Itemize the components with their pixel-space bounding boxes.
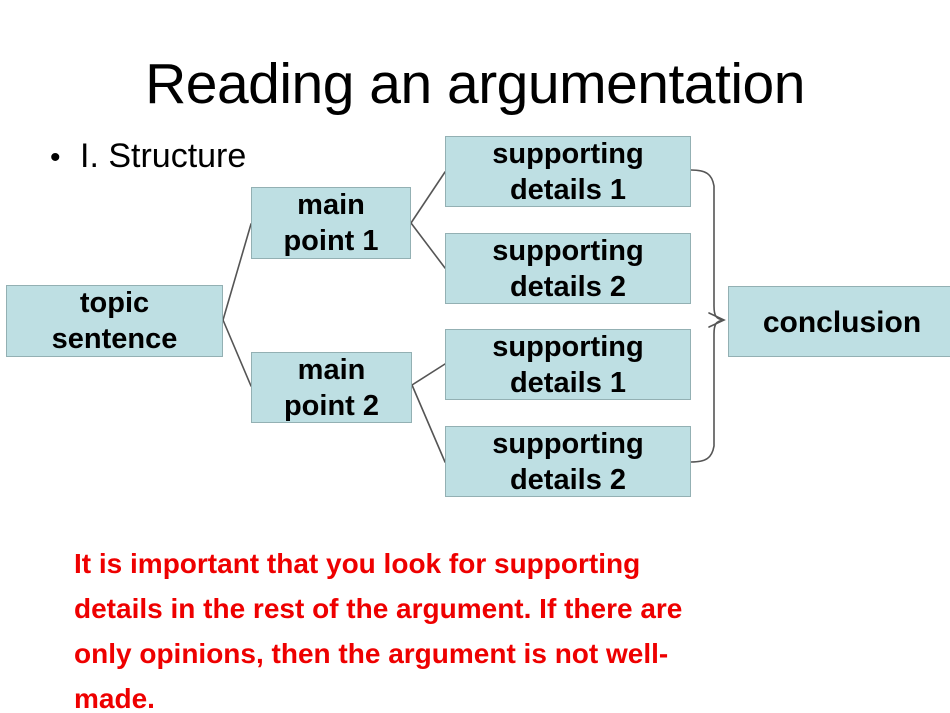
edge-brace-to-conclusion xyxy=(690,169,725,463)
bullet-list-item: • I. Structure xyxy=(50,136,246,178)
page-title: Reading an argumentation xyxy=(145,52,805,116)
edge-main2-to-sd2b xyxy=(411,384,446,463)
bullet-marker-icon: • xyxy=(50,141,61,174)
node-label: conclusion xyxy=(762,306,922,339)
bullet-item-label: I. Structure xyxy=(80,137,247,175)
edge-main1-to-sd1b xyxy=(410,222,446,269)
edge-arrowhead xyxy=(708,312,726,328)
edge-main1-to-sd1a xyxy=(410,171,446,224)
edge-topic-to-main1 xyxy=(222,223,252,321)
edge-topic-to-main2 xyxy=(222,319,252,387)
caption-text: It is important that you look for suppor… xyxy=(74,548,683,713)
edge-main2-to-sd2a xyxy=(411,363,446,386)
diagram-node-conclusion[interactable]: conclusion xyxy=(728,286,950,357)
